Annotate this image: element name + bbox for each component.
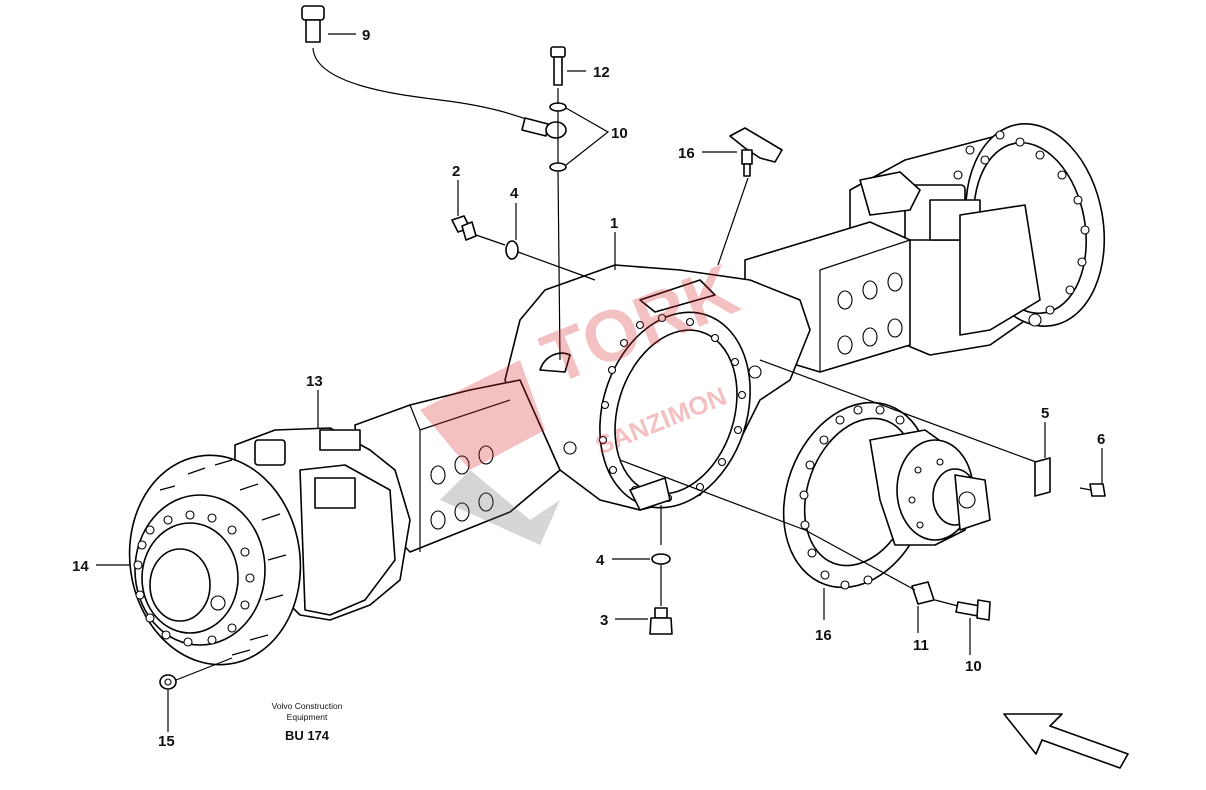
callout-12: 13 [306, 373, 323, 390]
drain-plug-part-3 [649, 607, 673, 635]
callout-15: 16 [815, 627, 832, 644]
callout-labels: 9 12 10 16 2 4 1 13 14 15 4 3 16 11 10 5… [72, 27, 1105, 750]
callout-13: 14 [72, 558, 89, 575]
callout-1: 1 [610, 215, 618, 232]
callout-11: 9 [362, 27, 370, 44]
callout-10: 10 [611, 125, 628, 142]
left-brake [234, 427, 411, 621]
callout-leaders [96, 33, 1103, 732]
screw-part-6 [1079, 483, 1106, 497]
bolt-part-9 [550, 46, 566, 86]
right-hub-bolt-circle [953, 130, 1090, 315]
differential [782, 401, 991, 590]
sleeve-part-8 [911, 581, 935, 605]
left-wheel-hub [128, 454, 302, 666]
wheel-nut-part-14 [159, 674, 177, 690]
credits: Volvo Construction Equipment BU 174 [272, 701, 343, 743]
callout-3: 3 [600, 612, 608, 629]
left-wheel-studs [159, 459, 287, 656]
drawing-code: BU 174 [285, 728, 330, 743]
axle-housing [504, 264, 811, 511]
callout-8: 11 [913, 637, 929, 654]
assembly-lines [175, 88, 1037, 681]
callout-5: 5 [1041, 405, 1049, 422]
breather-part-16 [729, 127, 783, 177]
credit-line-1: Volvo Construction [272, 701, 343, 711]
callout-6: 6 [1097, 431, 1105, 448]
callout-16: 16 [678, 145, 695, 162]
breather-hose-part-11 [301, 5, 567, 139]
left-hub-bolt-circle [133, 510, 255, 647]
diff-flange-holes [799, 405, 920, 590]
callout-4-lower: 4 [596, 552, 605, 569]
bolt-part-7 [955, 599, 991, 621]
callout-4-upper: 4 [510, 185, 519, 202]
credit-line-2: Equipment [287, 712, 328, 722]
direction-arrow-icon [1003, 713, 1129, 769]
callout-7: 10 [965, 658, 982, 675]
o-ring-part-4-lower [651, 553, 671, 565]
callout-2: 2 [452, 163, 460, 180]
plug-part-2 [451, 215, 477, 241]
o-ring-part-4-upper [505, 240, 519, 260]
plate-part-5 [1034, 457, 1051, 497]
callout-14: 15 [158, 733, 175, 750]
callout-9: 12 [593, 64, 610, 81]
